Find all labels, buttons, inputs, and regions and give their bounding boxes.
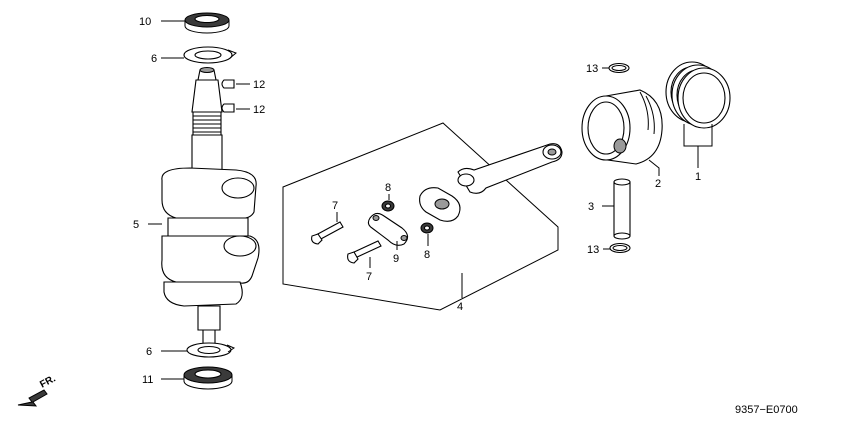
callout-10: 10: [139, 16, 151, 28]
thrust-washer-bottom: [186, 342, 236, 358]
piston-ring-set: [665, 61, 731, 129]
leader-lines: [148, 20, 713, 380]
lock-washer-lower: [420, 222, 434, 234]
rod-cap-upper: [419, 187, 461, 222]
callout-1: 1: [695, 171, 701, 183]
woodruff-key-lower: [221, 103, 235, 113]
crankshaft: [161, 67, 260, 347]
callout-6-lower: 6: [146, 346, 152, 358]
callout-12-lower: 12: [253, 104, 265, 116]
callout-13-upper: 13: [586, 63, 598, 75]
callout-5: 5: [133, 219, 139, 231]
connecting-rod-set-boundary: [282, 122, 559, 311]
callout-4: 4: [457, 301, 463, 313]
bolt-lower: [347, 240, 382, 264]
oil-seal-top: [184, 12, 230, 34]
callout-7-upper: 7: [332, 200, 338, 212]
oil-seal-bottom: [183, 366, 233, 390]
woodruff-key-upper: [221, 79, 235, 89]
callout-13-lower: 13: [587, 244, 599, 256]
piston-pin-clip-bottom: [609, 242, 631, 254]
diagram-code: 9357−E0700: [735, 404, 798, 416]
callout-6-upper: 6: [151, 53, 157, 65]
callout-3: 3: [588, 201, 594, 213]
front-marker-label: FR.: [38, 373, 58, 390]
piston-pin: [613, 178, 631, 240]
callout-12-upper: 12: [253, 79, 265, 91]
callout-8-upper: 8: [385, 182, 391, 194]
lock-washer-upper: [381, 200, 395, 212]
callout-7-lower: 7: [366, 271, 372, 283]
callout-8-lower: 8: [424, 249, 430, 261]
lock-plate: [367, 212, 409, 246]
thrust-washer-top: [183, 46, 237, 64]
piston: [581, 89, 663, 165]
bolt-upper: [311, 221, 344, 245]
callout-11: 11: [142, 374, 153, 386]
piston-pin-clip-top: [608, 62, 630, 74]
connecting-rod: [457, 143, 563, 194]
callout-2: 2: [655, 178, 661, 190]
callout-9: 9: [393, 253, 399, 265]
front-direction-arrow-icon: [17, 389, 48, 407]
